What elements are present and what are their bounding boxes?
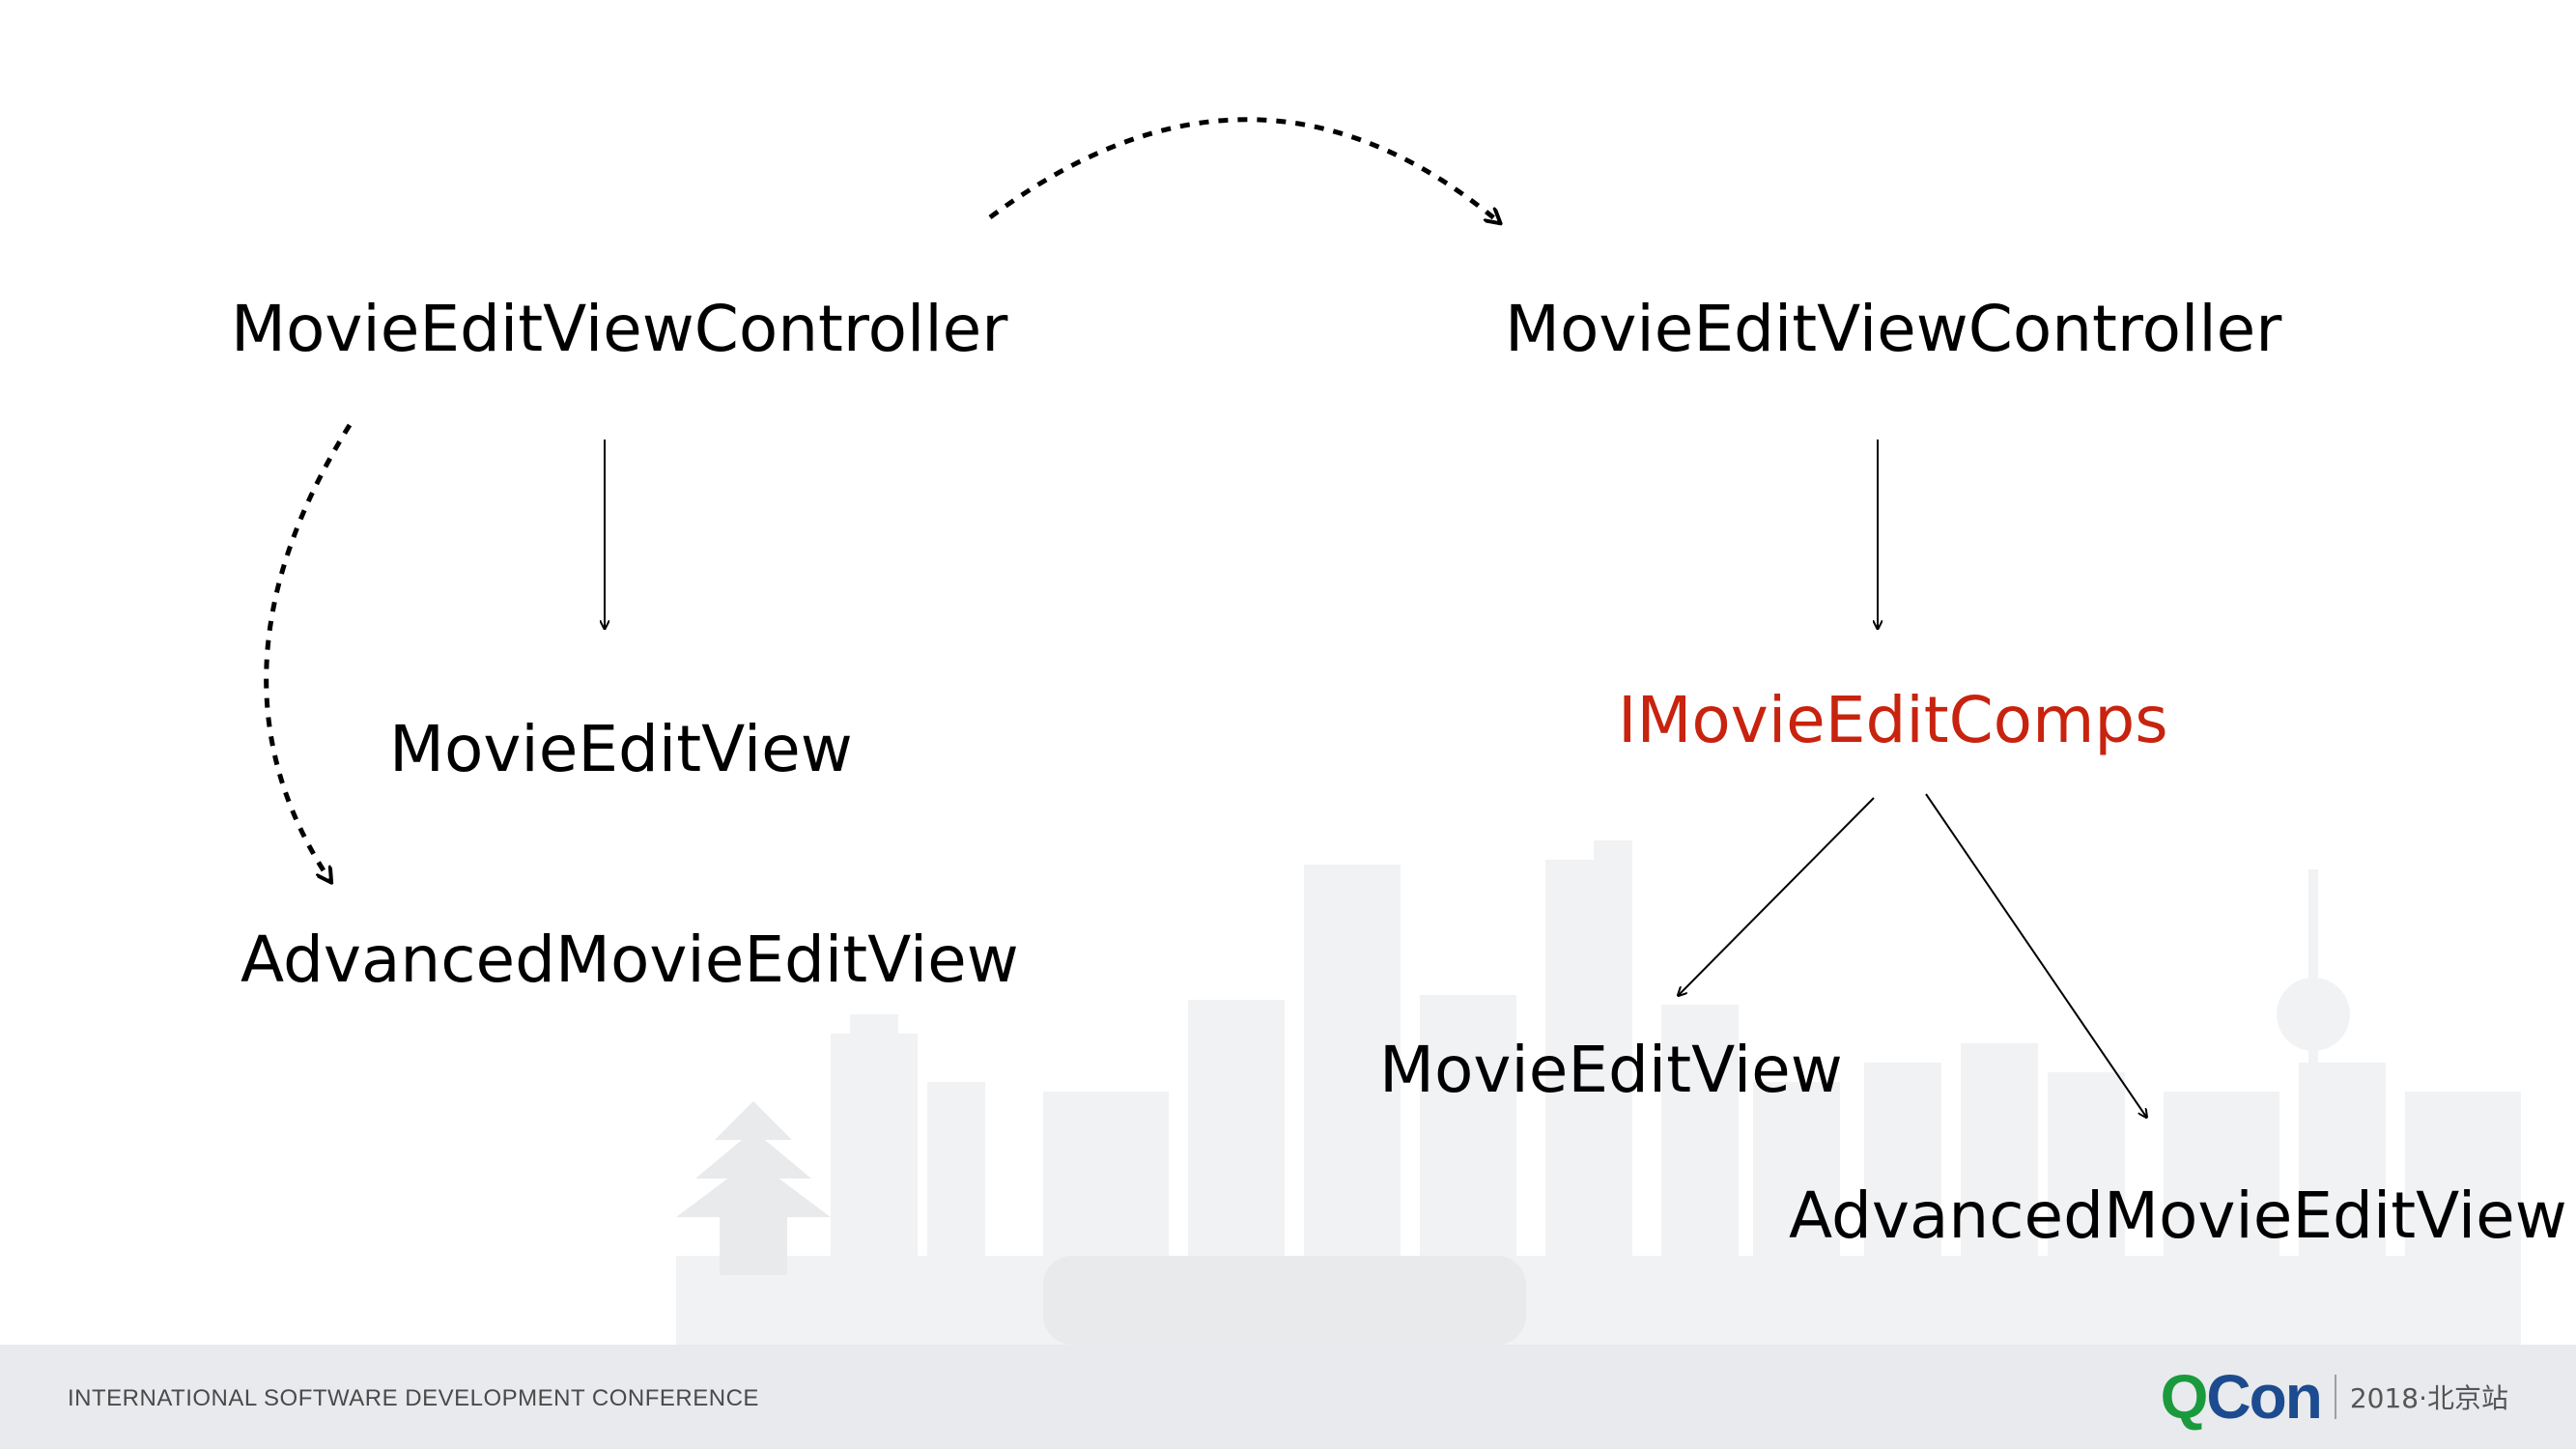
edition-label: 2018·北京站 <box>2349 1382 2508 1414</box>
qcon-logo: QCon <box>2161 1366 2323 1428</box>
left-controller-label: MovieEditViewController <box>231 292 1008 366</box>
logo-con: Con <box>2206 1362 2322 1432</box>
interface-label: IMovieEditComps <box>1618 683 2168 757</box>
left-view-label: MovieEditView <box>389 712 853 786</box>
conference-name: INTERNATIONAL SOFTWARE DEVELOPMENT CONFE… <box>68 1385 759 1411</box>
right-controller-label: MovieEditViewController <box>1505 292 2282 366</box>
brand-divider <box>2334 1375 2336 1419</box>
left-advanced-view-label: AdvancedMovieEditView <box>241 923 1019 997</box>
left-dashed-arrow <box>264 423 353 881</box>
interface-to-view-arrow <box>1679 797 1875 995</box>
right-advanced-view-label: AdvancedMovieEditView <box>1789 1179 2567 1253</box>
logo-q: Q <box>2160 1362 2209 1432</box>
interface-to-advanced-view-arrow <box>1925 793 2146 1117</box>
transform-arrow-top <box>988 117 1499 222</box>
right-view-label: MovieEditView <box>1379 1033 1843 1107</box>
footer-bar: INTERNATIONAL SOFTWARE DEVELOPMENT CONFE… <box>0 1345 2576 1449</box>
brand-block: QCon 2018·北京站 <box>2161 1358 2508 1435</box>
